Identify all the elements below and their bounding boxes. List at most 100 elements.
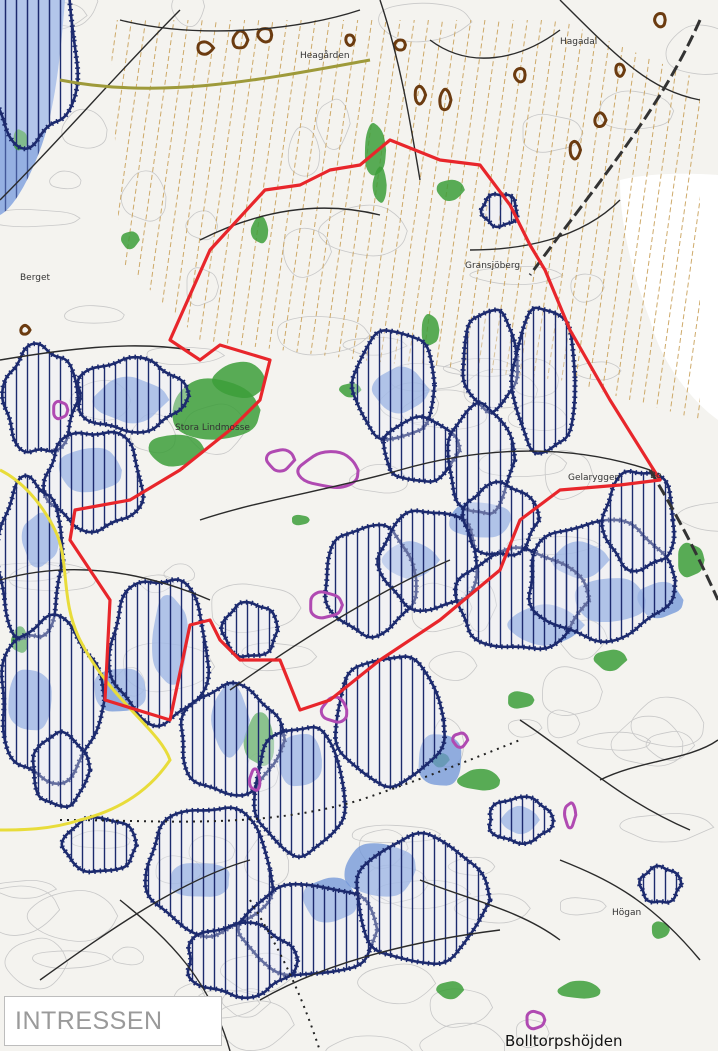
contour-line (619, 813, 715, 843)
place-label-gransjo: Gransjöberg (465, 261, 520, 271)
contour-line (429, 988, 494, 1028)
interest-area-ticks (106, 577, 212, 729)
building-feature (513, 67, 527, 84)
interest-area-fill (601, 471, 675, 572)
place-label-hogan: Högan (612, 908, 641, 918)
contour-line (325, 1035, 413, 1051)
place-label-hagadal: Hagadal (560, 37, 597, 47)
key-habitat-areas (10, 123, 705, 1000)
contour-line (419, 1022, 505, 1051)
interest-area-fill (145, 807, 273, 937)
municipal-border (0, 468, 172, 832)
place-label-berget: Berget (20, 273, 51, 283)
contour-line (49, 170, 82, 190)
key-habitat (364, 123, 387, 176)
interest-area-ticks (478, 191, 520, 230)
place-label-storlien: Stora Lindmosse (175, 423, 250, 433)
interest-areas (0, 0, 685, 1001)
interest-area-fill (511, 307, 576, 454)
key-habitat (557, 980, 601, 999)
interest-area-fill (221, 602, 278, 657)
building-features (19, 11, 667, 336)
building-feature (593, 111, 608, 129)
interest-area-ticks (636, 863, 685, 905)
contour-line (547, 709, 581, 739)
contour-line (171, 0, 206, 27)
interest-area-fill (2, 343, 79, 453)
contour-line (665, 24, 718, 75)
interest-area-fill (1, 614, 105, 784)
legend-title: INTRESSEN (15, 1007, 163, 1035)
interest-area-ticks (30, 729, 93, 810)
building-feature (231, 29, 250, 50)
key-habitat (593, 649, 628, 672)
interest-area-outline (60, 815, 138, 874)
contour-line (26, 890, 119, 942)
interest-area-fill (33, 731, 90, 807)
interest-area-fill (356, 833, 490, 964)
contour-line (515, 1019, 550, 1049)
interest-area-fill (108, 579, 209, 727)
interest-area-ticks (486, 794, 556, 847)
interest-area-fill (462, 481, 540, 556)
interest-area-outline (510, 306, 577, 455)
key-habitat (121, 231, 140, 250)
nature-value-area (52, 399, 70, 421)
contour-line (0, 880, 58, 899)
place-label-bodagen: Bo (650, 471, 662, 481)
interest-area-fill (351, 330, 435, 440)
interest-area-fill (639, 866, 682, 903)
key-habitat (678, 542, 705, 578)
contour-line (428, 651, 478, 681)
interest-area-ticks (185, 920, 301, 1001)
contour-line (357, 963, 437, 1005)
interest-area-fill (77, 357, 190, 433)
project-boundary (68, 138, 662, 722)
railway-line (528, 19, 702, 276)
contour-line (544, 450, 594, 500)
contour-line (146, 346, 226, 366)
interest-area-fill (383, 416, 460, 482)
key-habitat (292, 514, 310, 526)
nature-value-area (309, 590, 345, 620)
interest-area-fill (43, 432, 144, 533)
nature-value-area (563, 801, 578, 830)
contour-line (507, 719, 543, 738)
interest-area-ticks (75, 354, 192, 435)
nature-value-area (264, 448, 297, 473)
key-habitat (508, 691, 535, 709)
contour-line (64, 305, 125, 324)
interest-area-fill (0, 0, 78, 149)
place-label-gelarv: Gelaryggen (568, 473, 620, 483)
railway-line-south (648, 469, 718, 601)
key-habitat (212, 361, 266, 399)
building-feature (614, 62, 627, 78)
contour-line (4, 937, 69, 990)
interest-area-fill (61, 817, 137, 872)
key-habitat (421, 313, 440, 346)
interest-area-outline (334, 655, 446, 789)
interest-area-fill (462, 309, 518, 413)
interest-area-outline (382, 415, 462, 483)
interest-area-ticks (375, 508, 480, 614)
interest-area-ticks (0, 0, 81, 152)
key-habitat (436, 179, 465, 202)
interest-area-outline (220, 600, 280, 658)
nature-value-area (525, 1009, 547, 1031)
dotted-trail (59, 739, 521, 823)
building-feature (438, 87, 453, 112)
contour-line (61, 108, 108, 149)
contour-line (32, 950, 112, 969)
interest-area-fill (335, 656, 445, 787)
interest-area-outline (355, 831, 492, 966)
contour-line (0, 885, 61, 936)
place-label-bolltorp: Bolltorpshöjden (505, 1032, 622, 1050)
interest-area-fill (377, 510, 477, 611)
place-label-heagarden: Heagården (300, 50, 350, 61)
key-habitat (372, 166, 387, 203)
contour-line (630, 696, 705, 748)
contour-line (560, 897, 607, 916)
key-habitat (651, 921, 670, 939)
